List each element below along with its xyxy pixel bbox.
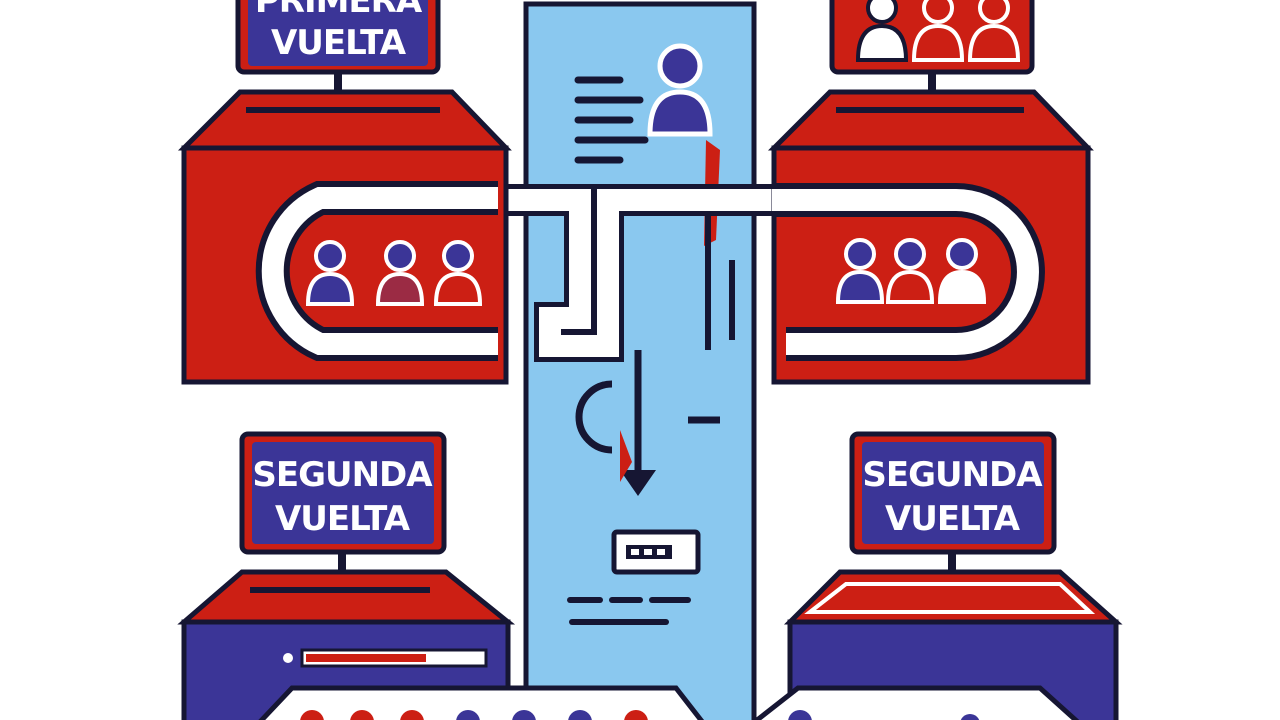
- sign-line-1: SEGUNDA: [862, 455, 1043, 495]
- person-icon: [375, 240, 425, 306]
- bottom-left-tray: [258, 685, 705, 720]
- circle-arc-icon: [575, 380, 613, 454]
- top-left-sign: PRIMERA VUELTA: [235, 0, 441, 96]
- top-left-ballot-box: [177, 89, 512, 385]
- people-group-icon: [855, 0, 1021, 62]
- top-right-sign: [829, 0, 1035, 96]
- person-icon: [433, 240, 483, 306]
- text-lines-icon: [574, 76, 649, 164]
- bottom-left-sign: SEGUNDA VUELTA: [239, 431, 447, 574]
- person-icon: [305, 240, 355, 306]
- bottom-right-sign: SEGUNDA VUELTA: [849, 431, 1057, 574]
- sign-line-1: SEGUNDA: [252, 455, 433, 495]
- sign-line-2: VUELTA: [275, 499, 411, 539]
- bottom-right-tray: [753, 685, 1080, 720]
- top-right-ballot-box: [767, 89, 1094, 385]
- sign-line-1: PRIMERA: [255, 0, 423, 21]
- bottom-text-lines-icon: [567, 597, 691, 625]
- person-icon: [885, 238, 935, 304]
- sign-line-2: VUELTA: [885, 499, 1021, 539]
- person-icon: [835, 238, 885, 304]
- person-icon: [937, 238, 987, 304]
- column-person-icon: [647, 43, 713, 137]
- down-arrow-icon: [620, 350, 656, 496]
- sign-line-2: VUELTA: [271, 23, 407, 63]
- ballot-card-icon: [611, 529, 701, 575]
- connector-pipe: [498, 184, 772, 362]
